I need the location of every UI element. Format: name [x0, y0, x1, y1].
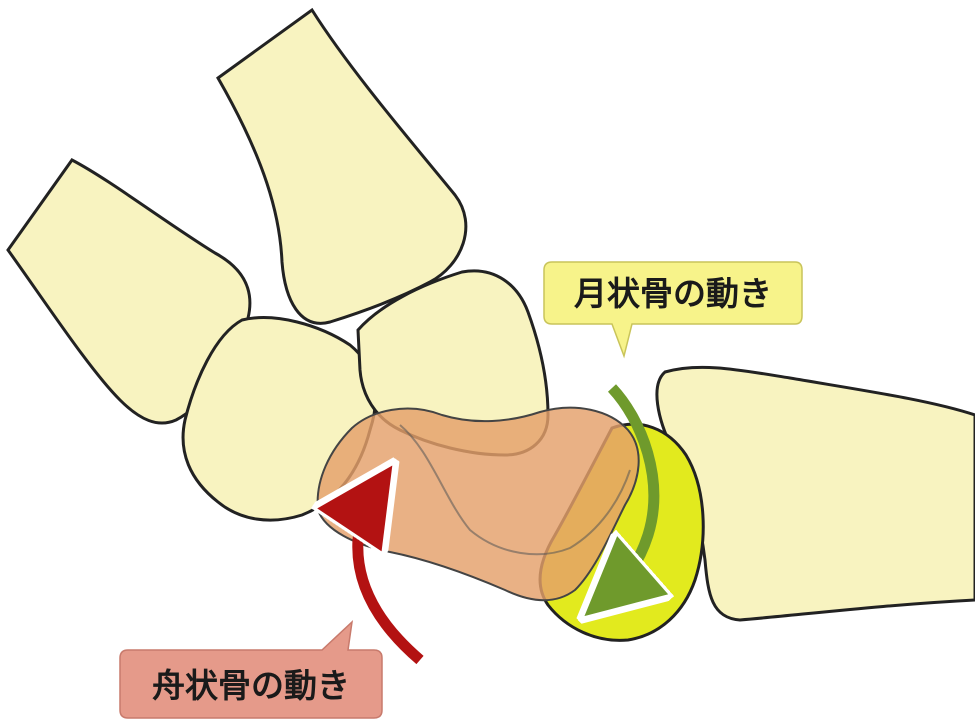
scaphoid-motion-callout: 舟状骨の動き	[120, 622, 382, 718]
lunate-motion-label: 月状骨の動き	[574, 274, 772, 313]
metacarpal-upper-bone	[218, 10, 466, 323]
radius-bone	[657, 367, 975, 620]
lunate-motion-callout: 月状骨の動き	[544, 262, 802, 356]
scaphoid-motion-label: 舟状骨の動き	[152, 666, 350, 705]
